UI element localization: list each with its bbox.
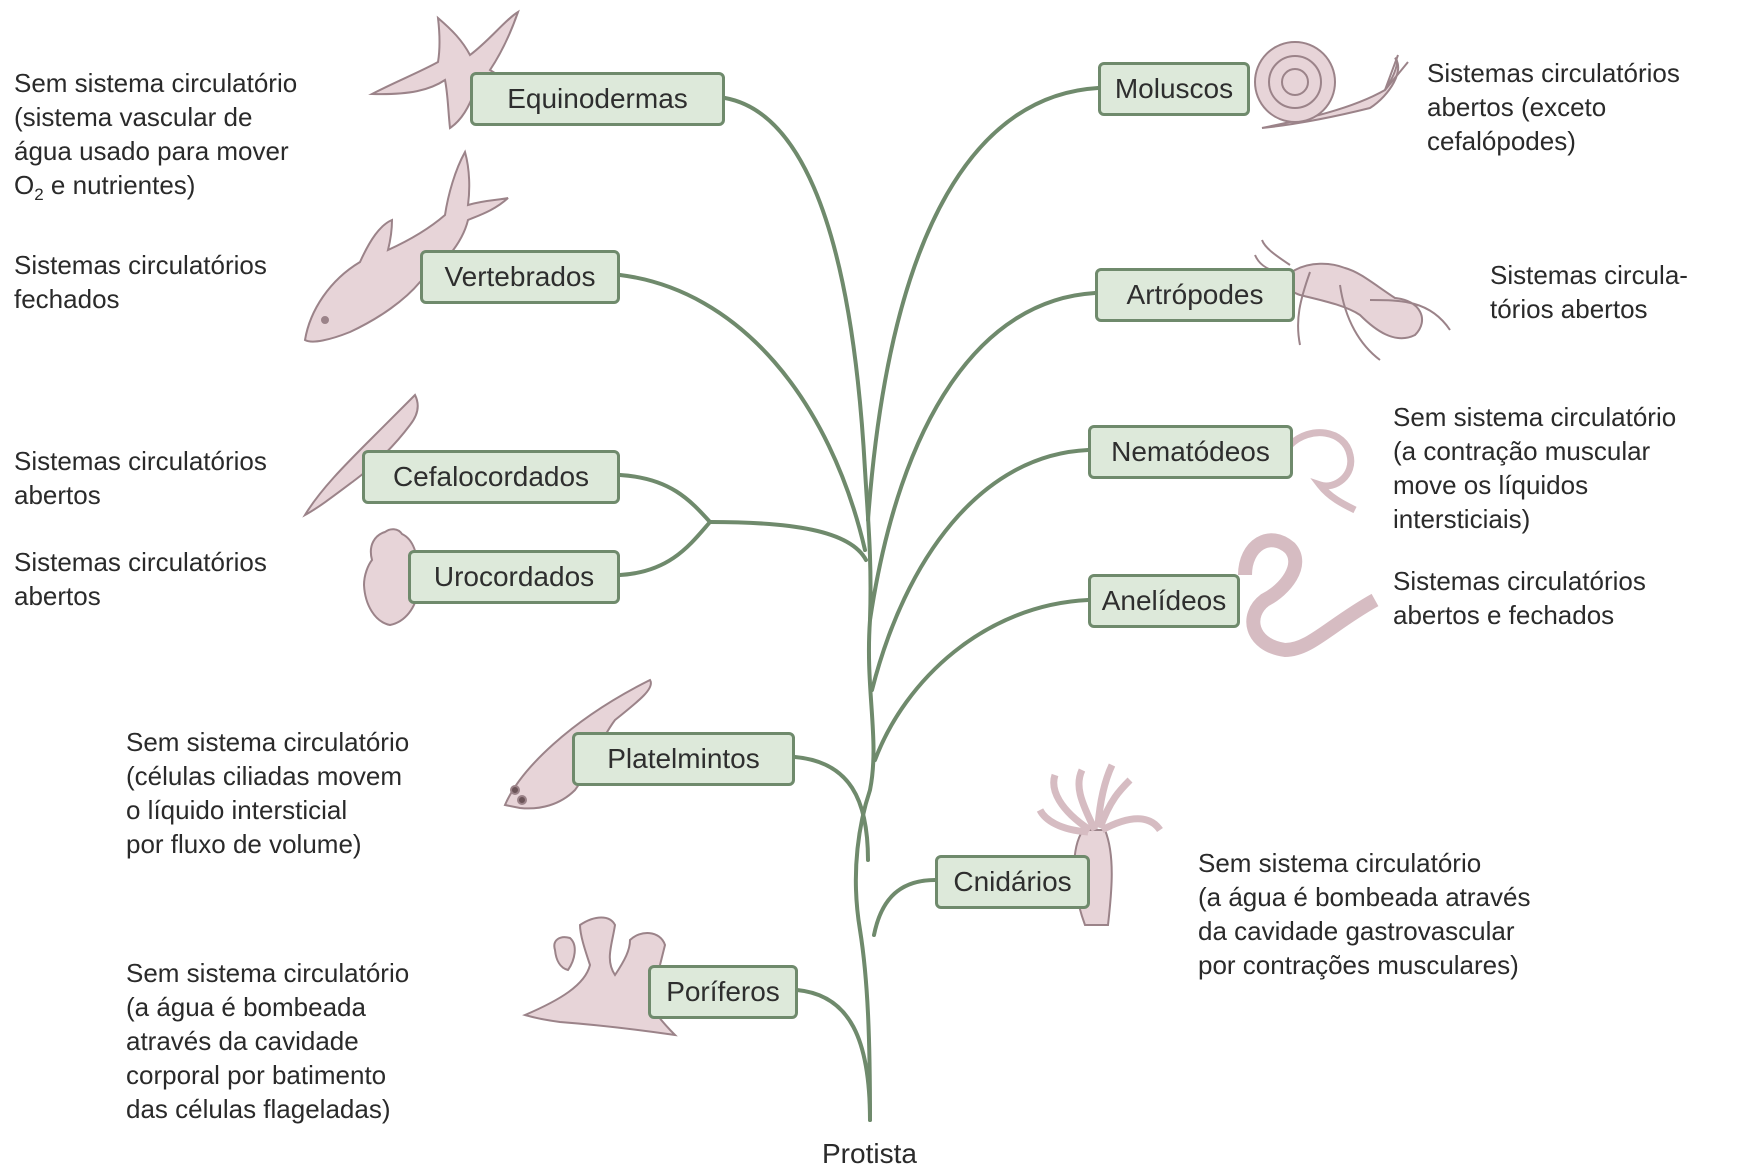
description-equinodermas: Sem sistema circulatório (sistema vascul…: [14, 66, 297, 206]
description-line: abertos e fechados: [1393, 598, 1646, 632]
description-moluscos: Sistemas circulatórios abertos (exceto c…: [1427, 56, 1680, 158]
description-line: corporal por batimento: [126, 1058, 409, 1092]
description-line: água usado para mover: [14, 134, 297, 168]
description-line: abertos: [14, 478, 267, 512]
description-cnidarios: Sem sistema circulatório (a água é bombe…: [1198, 846, 1530, 982]
description-line: (células ciliadas movem: [126, 759, 409, 793]
description-line: move os líquidos: [1393, 468, 1676, 502]
description-line: (sistema vascular de: [14, 100, 297, 134]
node-nematodeos: Nematódeos: [1088, 425, 1293, 479]
description-line: tórios abertos: [1490, 292, 1688, 326]
description-line: através da cavidade: [126, 1024, 409, 1058]
description-line: (a água é bombeada: [126, 990, 409, 1024]
description-line: (a água é bombeada através: [1198, 880, 1530, 914]
description-line: Sistemas circulatórios: [14, 444, 267, 478]
description-line: o líquido intersticial: [126, 793, 409, 827]
branch-urocordados: [620, 522, 710, 575]
description-line: por contrações musculares): [1198, 948, 1530, 982]
description-line: abertos (exceto: [1427, 90, 1680, 124]
node-urocordados: Urocordados: [408, 550, 620, 604]
description-line: das células flageladas): [126, 1092, 409, 1126]
node-cnidarios: Cnidários: [935, 855, 1090, 909]
branch-anelideos: [875, 600, 1088, 760]
formula-o: O: [14, 170, 34, 200]
node-anelideos: Anelídeos: [1088, 574, 1240, 628]
node-vertebrados: Vertebrados: [420, 250, 620, 304]
description-line: por fluxo de volume): [126, 827, 409, 861]
description-urocordados: Sistemas circulatórios abertos: [14, 545, 267, 613]
formula-rest: e nutrientes): [44, 170, 196, 200]
description-line: Sem sistema circulatório: [126, 725, 409, 759]
branch-moluscos: [868, 88, 1098, 520]
description-line: Sem sistema circulatório: [1198, 846, 1530, 880]
description-cefalocordados: Sistemas circulatórios abertos: [14, 444, 267, 512]
trunk-branch: [856, 470, 874, 1120]
description-line: cefalópodes): [1427, 124, 1680, 158]
formula-subscript: 2: [34, 185, 43, 204]
description-line: O2 e nutrientes): [14, 168, 297, 206]
branch-vertebrados: [620, 275, 865, 550]
description-vertebrados: Sistemas circulatórios fechados: [14, 248, 267, 316]
branch-cnidarios: [874, 880, 935, 935]
node-cefalocordados: Cefalocordados: [362, 450, 620, 504]
node-equinodermas: Equinodermas: [470, 72, 725, 126]
roundworm-icon: [1290, 433, 1355, 510]
root-label-protista: Protista: [822, 1138, 917, 1170]
description-nematodeos: Sem sistema circulatório (a contração mu…: [1393, 400, 1676, 536]
node-artropodes: Artrópodes: [1095, 268, 1295, 322]
branch-chordate-join: [710, 522, 866, 560]
snail-icon: [1255, 42, 1408, 128]
node-poriferos: Poríferos: [648, 965, 798, 1019]
description-line: Sistemas circulatórios: [1393, 564, 1646, 598]
shark-icon: [305, 152, 508, 342]
description-line: Sistemas circula-: [1490, 258, 1688, 292]
description-line: Sistemas circulatórios: [14, 248, 267, 282]
description-line: fechados: [14, 282, 267, 316]
node-moluscos: Moluscos: [1098, 62, 1250, 116]
description-line: Sem sistema circulatório: [126, 956, 409, 990]
description-poriferos: Sem sistema circulatório (a água é bombe…: [126, 956, 409, 1126]
description-line: intersticiais): [1393, 502, 1676, 536]
branch-artropodes: [870, 293, 1095, 620]
description-line: Sem sistema circulatório: [1393, 400, 1676, 434]
branch-nematodeos: [872, 450, 1088, 690]
description-platelmintos: Sem sistema circulatório (células ciliad…: [126, 725, 409, 861]
description-anelideos: Sistemas circulatórios abertos e fechado…: [1393, 564, 1646, 632]
description-line: da cavidade gastrovascular: [1198, 914, 1530, 948]
description-artropodes: Sistemas circula- tórios abertos: [1490, 258, 1688, 326]
branch-poriferos: [797, 990, 870, 1120]
description-line: (a contração muscular: [1393, 434, 1676, 468]
branch-equinodermas: [725, 98, 865, 470]
earthworm-icon: [1245, 540, 1375, 650]
description-line: abertos: [14, 579, 267, 613]
node-platelmintos: Platelmintos: [572, 732, 795, 786]
branch-cefalocordados: [620, 475, 710, 522]
description-line: Sistemas circulatórios: [14, 545, 267, 579]
description-line: Sistemas circulatórios: [1427, 56, 1680, 90]
description-line: Sem sistema circulatório: [14, 66, 297, 100]
